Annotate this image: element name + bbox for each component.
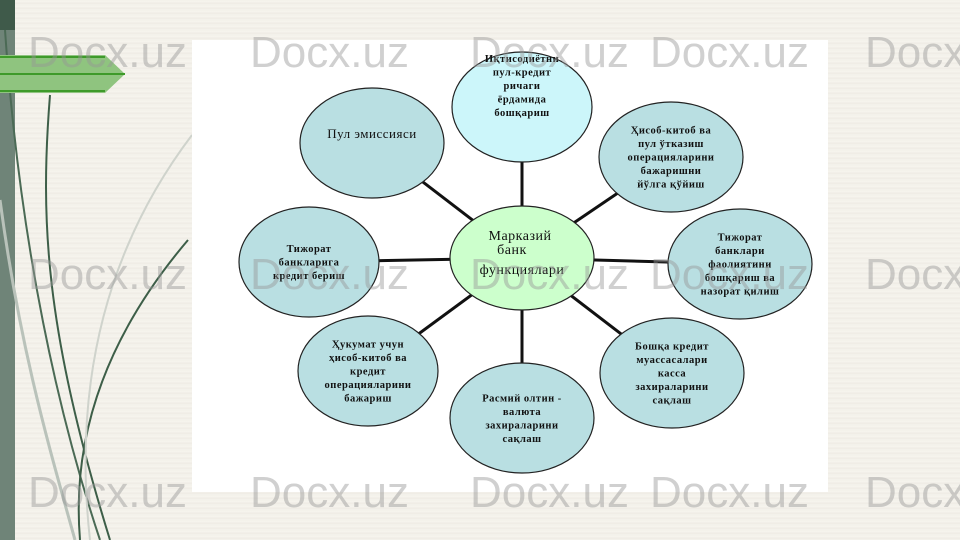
node-text-line: Тижорат	[287, 244, 332, 255]
node-text-line: Пул эмиссияси	[327, 126, 416, 141]
center-text-line: Марказий	[489, 229, 552, 244]
node-text-line: Ҳисоб-китоб ва	[631, 126, 712, 137]
center-text-line: функциялари	[480, 263, 565, 278]
node-text-line: операцияларини	[628, 153, 715, 164]
node-top-left: Пул эмиссияси	[299, 87, 445, 199]
node-text-line: Ҳукумат учун	[332, 340, 404, 351]
node-text-line: бажариш	[344, 394, 392, 405]
node-text-line: Бошқа кредит	[635, 342, 709, 353]
node-text-line: валюта	[503, 407, 542, 418]
sidebar-bar	[0, 0, 15, 540]
node-right: Тижорат банклари фаолиятини бошқариш ва назо…	[667, 208, 813, 320]
node-text-line: Иқтисодиётни	[485, 54, 559, 65]
node-text-line: банклари	[715, 246, 765, 257]
node-left: Тижорат банкларига кредит бериш	[238, 206, 380, 318]
node-text-line: ричаги	[504, 81, 541, 92]
node-text-line: захираларини	[635, 382, 708, 393]
node-text-line: операцияларини	[325, 380, 412, 391]
node-bottom-left: Ҳукумат учун ҳисоб-китоб ва кредит операция…	[297, 315, 439, 427]
node-bottom-right: Бошқа кредит муассасалари касса захираларин…	[599, 317, 745, 429]
ellipse-center	[449, 205, 595, 311]
ellipse-left	[238, 206, 380, 318]
node-text-line: ёрдамида	[498, 95, 547, 106]
node-text-line: фаолиятини	[708, 260, 772, 271]
node-text-line: сақлаш	[502, 434, 541, 445]
node-text-line: ҳисоб-китоб ва	[329, 353, 407, 364]
node-top: Иқтисодиётни пул-кредит ричаги ёрдамида бошқ…	[451, 51, 593, 163]
node-text-line: банкларига	[279, 258, 340, 269]
sidebar-top-block	[0, 0, 15, 30]
ellipse-top-left	[299, 87, 445, 199]
ellipse-right	[667, 208, 813, 320]
ellipse-bottom	[449, 362, 595, 474]
node-bottom: Расмий олтин - валюта захираларини сақлаш	[449, 362, 595, 474]
node-text-line: бошқариш	[494, 108, 549, 119]
node-text-line: пул ўтказиш	[638, 139, 704, 150]
node-text-line: Тижорат	[718, 233, 763, 244]
node-text-line: бошқариш ва	[705, 273, 776, 284]
green-arrow-banner	[0, 55, 125, 93]
node-top-right: Ҳисоб-китоб ва пул ўтказиш операцияларини б…	[598, 101, 744, 213]
node-text-line: бажаришни	[641, 166, 702, 177]
ellipse-top-right	[598, 101, 744, 213]
decorative-curves	[0, 29, 193, 540]
node-text-line: кредит бериш	[273, 271, 345, 282]
node-text-line: муассасалари	[636, 355, 707, 366]
node-text-line: назорат қилиш	[701, 287, 780, 298]
ellipse-bottom-right	[599, 317, 745, 429]
node-text-line: йўлга қўйиш	[637, 180, 705, 191]
ellipse-bottom-left	[297, 315, 439, 427]
node-text-line: кредит	[350, 367, 386, 378]
node-text-line: касса	[658, 369, 687, 380]
center-text-line: банк	[497, 243, 527, 258]
node-text-line: пул-кредит	[493, 68, 552, 79]
node-text-line: захираларини	[485, 420, 558, 431]
node-text-line: Расмий олтин -	[482, 393, 562, 404]
ellipse-top	[451, 51, 593, 163]
node-text-line: сақлаш	[652, 396, 691, 407]
